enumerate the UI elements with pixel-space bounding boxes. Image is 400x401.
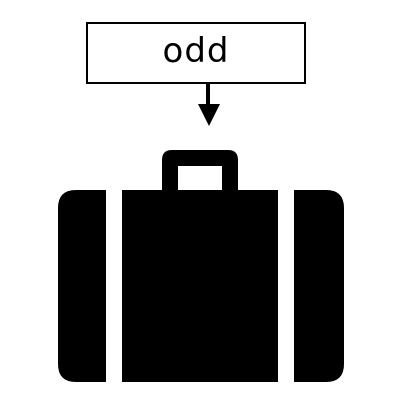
suitcase-icon: [58, 150, 344, 382]
label-text: odd: [162, 31, 230, 71]
label-box: odd: [86, 22, 306, 84]
down-arrow-icon: [198, 84, 220, 126]
